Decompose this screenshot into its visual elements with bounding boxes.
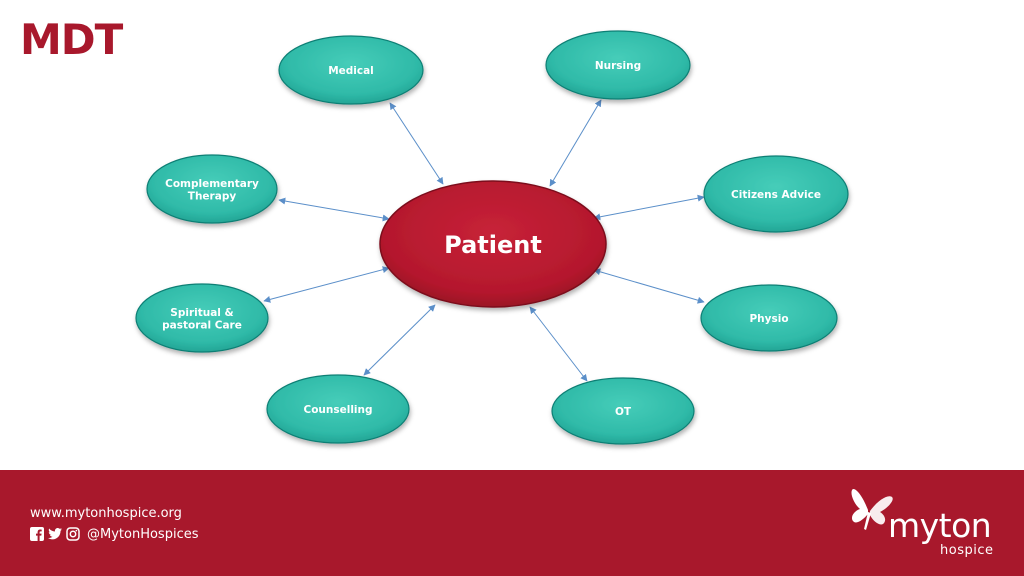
connector-physio — [593, 268, 705, 304]
connector-complementary-therapy — [278, 197, 390, 222]
node-label-ot: OT — [615, 406, 632, 418]
node-label-nursing: Nursing — [595, 60, 641, 72]
node-shape-ot — [551, 377, 695, 445]
logo-subtext: hospice — [940, 543, 994, 558]
node-label-spiritual-pastoral-care: pastoral Care — [162, 319, 242, 331]
node-shape-spiritual-pastoral-care — [135, 283, 269, 353]
twitter-icon[interactable] — [48, 527, 62, 541]
node-ot: OT — [551, 377, 695, 445]
node-shape-counselling — [266, 374, 410, 444]
node-shape-nursing — [545, 30, 691, 100]
footer: www.mytonhospice.org @MytonHospices myto… — [0, 470, 1024, 576]
connector-nursing — [549, 99, 602, 187]
social-row: @MytonHospices — [30, 526, 198, 542]
connector-spiritual-pastoral-care — [263, 266, 390, 303]
facebook-icon[interactable] — [30, 527, 44, 541]
connector-citizens-advice — [593, 194, 705, 221]
node-label-physio: Physio — [749, 313, 788, 325]
node-shape-medical — [278, 35, 424, 105]
node-medical: Medical — [278, 35, 424, 105]
node-shape-citizens-advice — [703, 155, 849, 233]
node-physio: Physio — [700, 284, 838, 352]
connector-ot — [529, 306, 588, 382]
node-shape-physio — [700, 284, 838, 352]
node-label-medical: Medical — [328, 65, 374, 77]
connector-medical — [389, 102, 444, 185]
node-citizens-advice: Citizens Advice — [703, 155, 849, 233]
node-label-spiritual-pastoral-care: Spiritual & — [170, 307, 233, 319]
instagram-icon[interactable] — [66, 527, 80, 541]
logo-wordmark: myton — [888, 506, 992, 545]
node-label-counselling: Counselling — [303, 404, 372, 416]
website-link[interactable]: www.mytonhospice.org — [30, 506, 182, 521]
patient-node — [379, 180, 607, 308]
social-handle[interactable]: @MytonHospices — [87, 526, 199, 542]
node-spiritual-pastoral-care: Spiritual &pastoral Care — [135, 283, 269, 353]
myton-logo: myton hospice — [846, 482, 1006, 572]
node-nursing: Nursing — [545, 30, 691, 100]
connector-counselling — [363, 304, 436, 376]
node-label-complementary-therapy: Complementary — [165, 178, 259, 190]
slide-title: MDT — [20, 15, 123, 64]
butterfly-icon — [851, 488, 893, 530]
node-counselling: Counselling — [266, 374, 410, 444]
node-shape-complementary-therapy — [146, 154, 278, 224]
node-label-complementary-therapy: Therapy — [188, 190, 237, 202]
node-label-citizens-advice: Citizens Advice — [731, 189, 821, 201]
patient-label: Patient — [444, 231, 542, 259]
